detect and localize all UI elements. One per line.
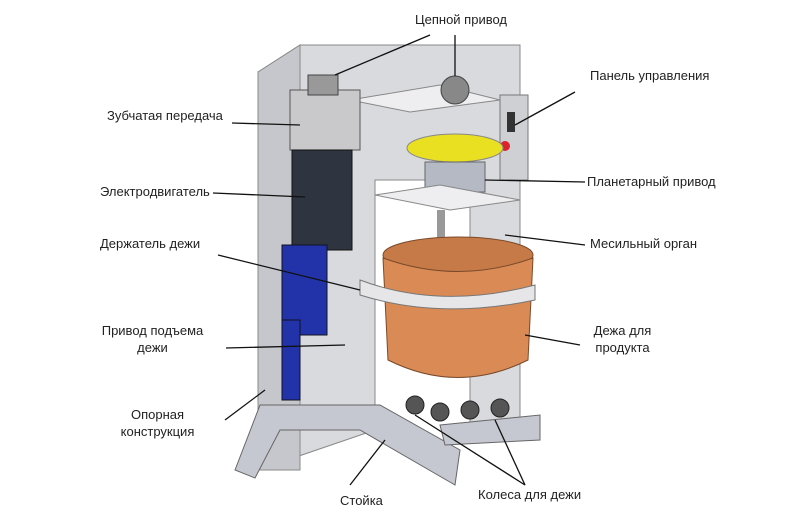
chain-sprocket: [440, 75, 470, 105]
yellow-gear: [406, 133, 504, 163]
pointer-lines: [212, 34, 586, 486]
label-bowl-lift-drive: Привод подъема дежи: [95, 322, 210, 356]
panel-display: [507, 112, 515, 132]
control-panel-box: [499, 94, 529, 181]
bowl-holder: [359, 279, 536, 310]
lower-plate: [374, 184, 521, 211]
motor: [291, 149, 353, 251]
label-bowl-holder: Держатель дежи: [100, 236, 201, 251]
label-bowl-lift-drive-line2: дежи: [137, 340, 168, 355]
label-support-structure: Опорная конструкция: [110, 406, 205, 440]
label-product-bowl-line1: Дежа для: [593, 323, 652, 338]
label-bowl-wheels: Колеса для дежи: [478, 487, 582, 502]
label-product-bowl-line2: продукта: [595, 340, 650, 355]
shaft: [437, 210, 445, 250]
gear-top: [307, 74, 339, 96]
label-stand: Стойка: [340, 493, 383, 508]
label-gear-transmission: Зубчатая передача: [107, 108, 223, 123]
label-electric-motor: Электродвигатель: [100, 184, 210, 199]
label-product-bowl: Дежа для продукта: [575, 322, 670, 356]
label-bowl-lift-drive-line1: Привод подъема: [101, 323, 204, 338]
label-support-structure-line1: Опорная: [130, 407, 185, 422]
bowl: [382, 257, 534, 378]
stand-legs: [234, 404, 461, 486]
label-kneading-tool: Месильный орган: [590, 236, 698, 251]
label-chain-drive: Цепной привод: [415, 12, 507, 27]
gearbox: [289, 89, 361, 151]
label-planetary-drive: Планетарный привод: [587, 174, 716, 189]
label-control-panel: Панель управления: [590, 68, 710, 83]
label-support-structure-line2: конструкция: [120, 424, 195, 439]
wheels: [405, 395, 510, 422]
